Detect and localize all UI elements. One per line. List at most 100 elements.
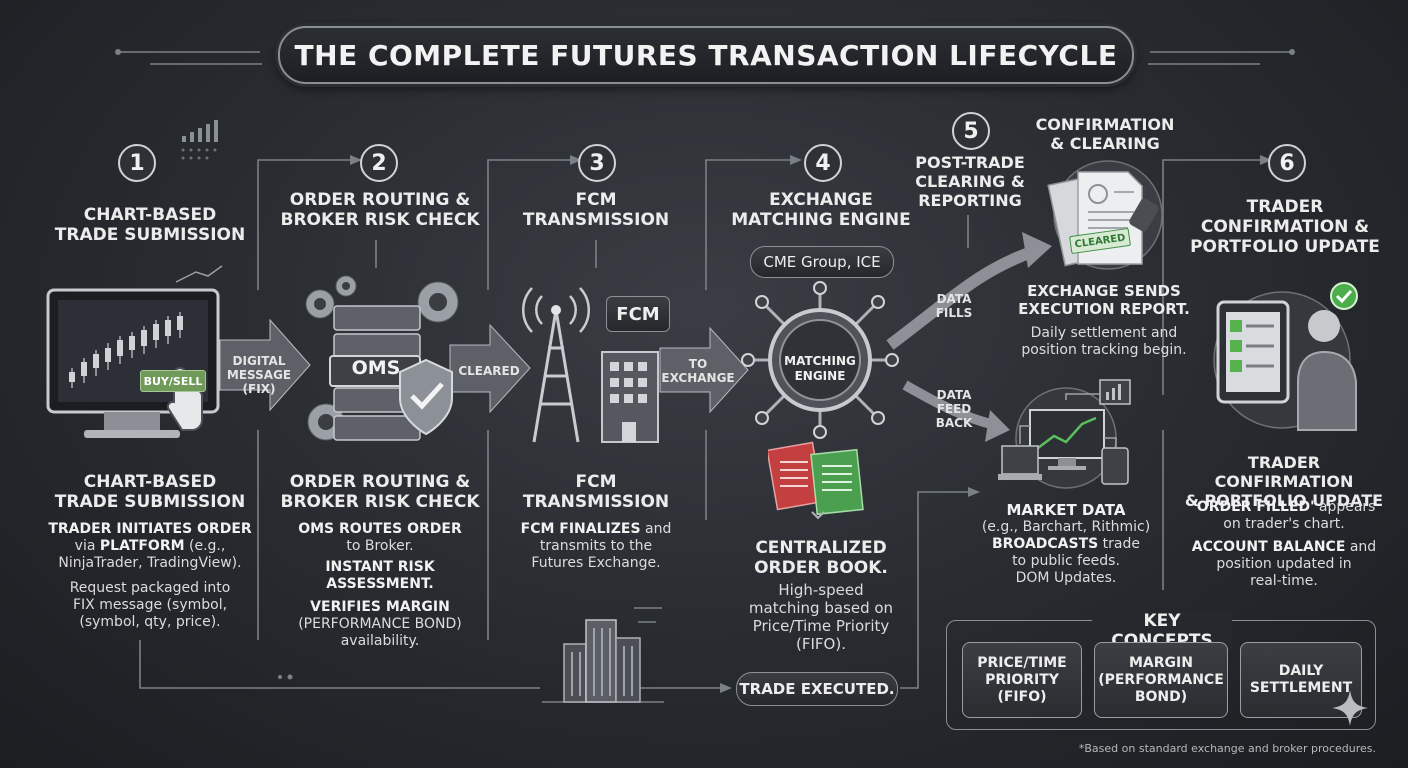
step-6-desc-text: on trader's chart. <box>1223 516 1345 532</box>
step-1-desc-text: (symbol, qty, price). <box>79 614 221 630</box>
market-data-bold: BROADCASTS <box>991 536 1099 552</box>
step-2-desc-bold: VERIFIES MARGIN <box>310 599 450 615</box>
step-1-header-line: CHART-BASED <box>83 205 217 225</box>
step-2-desc-bold: ASSESSMENT. <box>326 576 434 592</box>
step-5-header-line: REPORTING <box>918 191 1022 210</box>
step-5-header-line: POST-TRADE <box>915 153 1025 172</box>
monitor-chart-icon <box>46 288 220 438</box>
key-concept-line: BOND) <box>1134 688 1188 705</box>
step-2-subheader: ORDER ROUTING & BROKER RISK CHECK <box>270 472 490 512</box>
step-4-desc-text: Price/Time Priority <box>752 617 890 635</box>
step-5-header: POST-TRADE CLEARING & REPORTING <box>900 153 1040 210</box>
step-1-desc-text: (e.g., <box>184 538 226 554</box>
key-concept-line: PRIORITY <box>985 671 1059 688</box>
execution-line: EXCHANGE SENDS <box>1027 282 1181 300</box>
sparkle-icon <box>1332 690 1368 726</box>
step-1-desc-text: FIX message (symbol, <box>72 597 228 613</box>
step-2-number: 2 <box>360 144 398 182</box>
exchange-names-tag: CME Group, ICE <box>750 246 894 278</box>
footnote: *Based on standard exchange and broker p… <box>1078 742 1376 755</box>
step-2-desc-bold: OMS ROUTES ORDER <box>298 521 462 537</box>
arrow-label-to-exchange: TO EXCHANGE <box>656 357 740 385</box>
arrow-label-line: DIGITAL <box>232 354 286 368</box>
step-3-desc-bold: FCM FINALIZES <box>520 521 641 537</box>
step-6-desc-text: and <box>1345 539 1377 555</box>
step-1-desc-text: NinjaTrader, TradingView). <box>58 555 242 571</box>
step-1-desc-text: Request packaged into <box>69 580 231 596</box>
step-1-desc-text: via <box>74 538 100 554</box>
step-6-subheader: TRADER CONFIRMATION & PORTFOLIO UPDATE <box>1176 453 1392 510</box>
step-2-subheader-line: ORDER ROUTING & <box>289 472 471 492</box>
engine-label-line: ENGINE <box>794 369 846 383</box>
exchange-building-icon <box>542 607 664 703</box>
step-3-desc-text: Futures Exchange. <box>531 555 661 571</box>
arrow-label-line: EXCHANGE <box>661 371 735 385</box>
market-data-devices-icon <box>998 379 1131 489</box>
step-4-desc-text: matching based on <box>748 599 894 617</box>
step-3-subheader: FCM TRANSMISSION <box>496 472 696 512</box>
step-6-description: 'ORDER FILLED' appears on trader's chart… <box>1176 499 1392 590</box>
step-2-subheader-line: BROKER RISK CHECK <box>280 492 480 512</box>
step-2-header-line: BROKER RISK CHECK <box>280 210 480 230</box>
step-1-description: TRADER INITIATES ORDER via PLATFORM (e.g… <box>30 521 270 631</box>
step-4-desc-text: High-speed <box>778 581 864 599</box>
step-3-desc-text: and <box>640 521 672 537</box>
step-1-desc-bold: TRADER INITIATES ORDER <box>48 521 252 537</box>
matching-engine-icon <box>741 281 899 439</box>
arrow-label-line: DATA <box>936 292 972 306</box>
step-6-header-line: TRADER <box>1246 197 1324 217</box>
step-1-subheader-line: CHART-BASED <box>83 472 217 492</box>
market-data-text: trade <box>1098 536 1141 552</box>
arrow-label-line: MESSAGE <box>226 368 292 382</box>
step-3-header-line: TRANSMISSION <box>522 210 670 230</box>
step-3-header: FCM TRANSMISSION <box>496 190 696 230</box>
key-concept-line: (PERFORMANCE <box>1098 671 1224 688</box>
step-4-desc-text: (FIFO). <box>796 635 846 653</box>
step-6-desc-text: appears <box>1314 499 1376 515</box>
step-1-desc-bold: PLATFORM <box>99 538 185 554</box>
step-2-header-line: ORDER ROUTING & <box>289 190 471 210</box>
step-3-desc-text: transmits to the <box>539 538 653 554</box>
arrow-label-line: TO <box>688 357 708 371</box>
step-6-header: TRADER CONFIRMATION & PORTFOLIO UPDATE <box>1180 197 1390 257</box>
step-5-header-line: CLEARING & <box>915 172 1025 191</box>
market-data-bold: MARKET DATA <box>1006 501 1126 519</box>
step-2-desc-bold: INSTANT RISK <box>325 559 435 575</box>
market-data-text: (e.g., Barchart, Rithmic) <box>981 519 1151 535</box>
trader-tablet-icon <box>1213 282 1358 431</box>
arrow-label-cleared: CLEARED <box>458 364 520 378</box>
arrow-label-line: BACK <box>935 416 973 430</box>
step-1-subheader-line: TRADE SUBMISSION <box>54 492 246 512</box>
fcm-tower-icon <box>522 287 659 443</box>
step-3-header-line: FCM <box>575 190 617 210</box>
execution-report-title: EXCHANGE SENDS EXECUTION REPORT. <box>1004 282 1204 318</box>
step-1-subheader: CHART-BASED TRADE SUBMISSION <box>40 472 260 512</box>
step-4-subheader-line: ORDER BOOK. <box>754 558 888 578</box>
arrow-label-data-feed-back: DATA FEED BACK <box>926 388 982 430</box>
confirmation-line: CONFIRMATION <box>1035 115 1175 134</box>
step-6-subheader-line: & PORTFOLIO UPDATE <box>1184 491 1384 510</box>
step-6-desc-text: real-time. <box>1250 573 1318 589</box>
fcm-bubble: FCM <box>606 296 670 332</box>
arrow-label-line: DATA <box>936 388 972 402</box>
key-concept-line: PRICE/TIME <box>977 654 1067 671</box>
step-2-desc-text: availability. <box>340 633 420 649</box>
market-data-description: MARKET DATA (e.g., Barchart, Rithmic) BR… <box>966 502 1166 587</box>
arrow-label-data-fills: DATA FILLS <box>926 292 982 320</box>
confirmation-clearing-title: CONFIRMATION & CLEARING <box>1020 115 1190 153</box>
step-3-subheader-line: TRANSMISSION <box>522 492 670 512</box>
key-concept-line: SETTLEMENT <box>1249 680 1353 696</box>
market-data-text: DOM Updates. <box>1015 570 1117 586</box>
engine-label-line: MATCHING <box>784 354 856 368</box>
step-3-subheader-line: FCM <box>575 472 617 492</box>
matching-engine-label: MATCHING ENGINE <box>780 354 860 384</box>
market-data-text: to public feeds. <box>1012 553 1120 569</box>
order-book-sheets-icon <box>768 441 864 520</box>
step-3-number: 3 <box>578 144 616 182</box>
step-6-header-line: PORTFOLIO UPDATE <box>1190 237 1380 257</box>
step-2-header: ORDER ROUTING & BROKER RISK CHECK <box>270 190 490 230</box>
execution-report-description: Daily settlement and position tracking b… <box>1004 325 1204 359</box>
step-6-number: 6 <box>1268 144 1306 182</box>
step-4-header-line: MATCHING ENGINE <box>731 210 911 230</box>
